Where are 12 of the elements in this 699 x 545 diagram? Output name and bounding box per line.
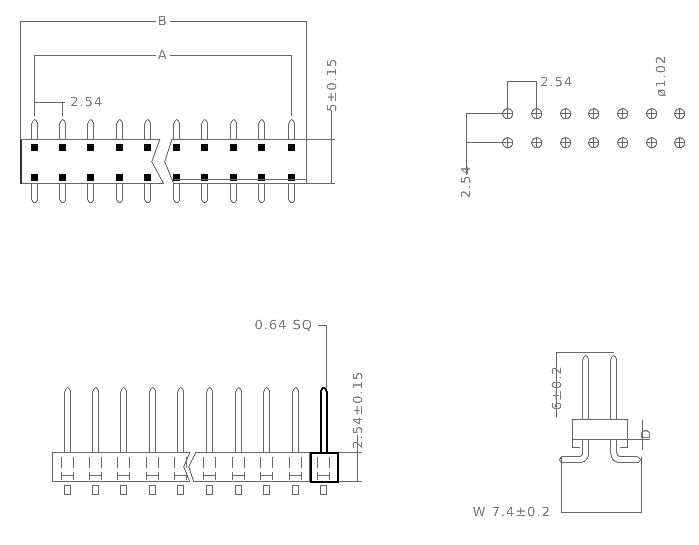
dimension-label: 2.54±0.15 <box>352 370 366 451</box>
dimension-label: 2.54 <box>460 164 474 200</box>
dimension-label: D <box>640 428 654 442</box>
dimension-label: ø1.02 <box>656 54 668 99</box>
dimension-label: 6±0.2 <box>552 364 564 412</box>
dimension-label: 5±0.15 <box>326 56 340 114</box>
dimension-label: 0.64 SQ <box>254 320 314 332</box>
dimension-label: 2.54 <box>540 76 574 90</box>
dimension-label: A <box>156 50 170 62</box>
dimension-label: W 7.4±0.2 <box>472 506 552 520</box>
dimension-label: 2.54 <box>70 96 104 110</box>
dimension-label: B <box>156 16 170 28</box>
